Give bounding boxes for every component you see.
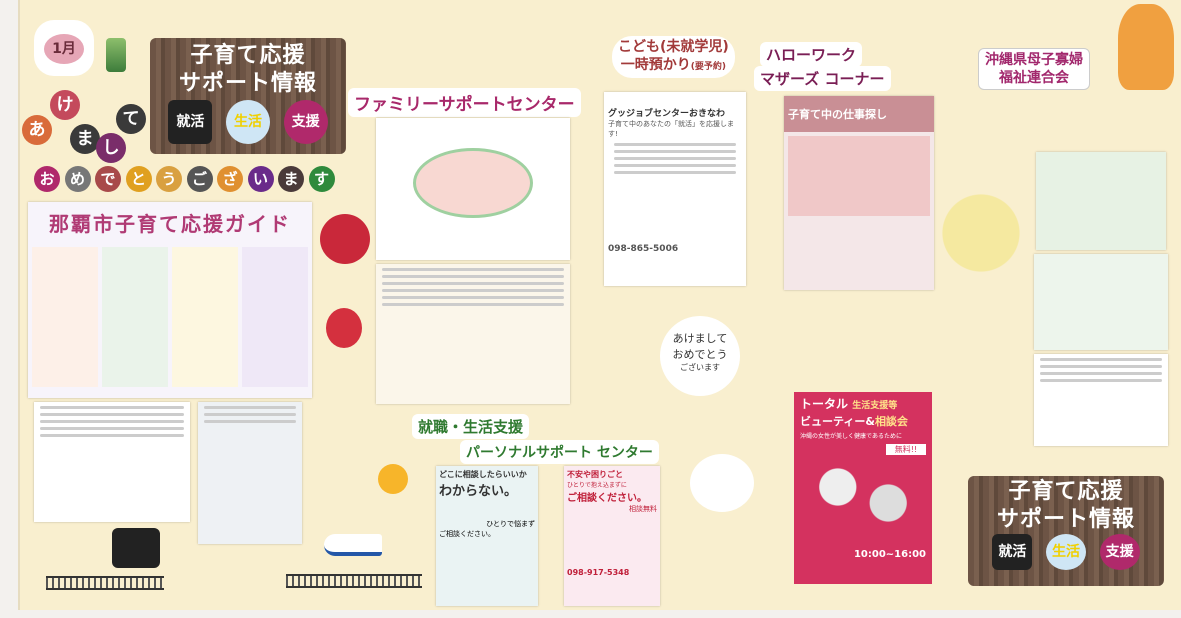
greeting-letter: し	[96, 133, 126, 163]
greeting-letter: て	[116, 104, 146, 134]
tag-job: 就活	[992, 534, 1033, 570]
greeting-letter: ざ	[217, 166, 243, 192]
bullet-train-icon	[324, 534, 382, 556]
greeting-letter: め	[64, 166, 91, 192]
hellowork-poster: 子育て中の仕事探し	[784, 96, 934, 290]
greeting-letter: あ	[22, 115, 52, 145]
guide-title: 那覇市子育て応援ガイド	[49, 212, 291, 236]
rail-track-decoration	[286, 574, 422, 588]
childcare-title: こども(未就学児) 一時預かり(要予約)	[612, 36, 735, 78]
greeting-letter: す	[308, 166, 335, 192]
greeting-letter: で	[95, 166, 121, 192]
okinawa-table-flyer	[1034, 354, 1168, 446]
greeting-letter: お	[34, 166, 60, 192]
hellowork-title-2: マザーズ コーナー	[754, 66, 891, 91]
train-icon	[112, 528, 160, 568]
tag-support: 支援	[1099, 534, 1140, 570]
calendar-month-card: 1月	[34, 20, 94, 76]
support-info-sign-bottom: 子育て応援 サポート情報 就活 生活 支援	[968, 476, 1164, 586]
personal-support-title-2: パーソナルサポート センター	[460, 440, 659, 464]
family-support-locations	[376, 264, 570, 404]
support-info-sign-top: 子育て応援 サポート情報 就活 生活 支援	[150, 38, 346, 154]
greeting-letter: け	[50, 90, 80, 120]
tag-life: 生活	[226, 100, 270, 144]
tag-life: 生活	[1046, 534, 1086, 570]
family-support-title: ファミリーサポートセンター	[348, 88, 581, 117]
okinawa-welfare-title: 沖縄県母子寡婦 福祉連合会	[978, 48, 1090, 90]
consultation-poster-right: 不安や困りごと ひとりで抱え込まずに ご相談ください。 相談無料 098-917…	[564, 466, 660, 606]
hellowork-title-1: ハローワーク	[760, 42, 863, 67]
personal-support-title-1: 就職・生活支援	[412, 414, 530, 439]
mascot-sticker	[690, 454, 754, 512]
okinawa-info-flyer	[1034, 254, 1168, 350]
greeting-letter: と	[125, 166, 152, 192]
plum-flower-month: 1月	[44, 34, 84, 64]
greeting-letter: ま	[70, 124, 100, 154]
greeting-letter: ま	[278, 166, 304, 192]
tag-support: 支援	[283, 100, 328, 144]
plum-flower-decoration	[320, 214, 370, 264]
rail-track-decoration	[46, 576, 164, 590]
family-support-diagram	[376, 118, 570, 260]
naha-childcare-guide-poster: 那覇市子育て応援ガイド	[28, 202, 312, 398]
new-year-message-card: あけまして おめでとう ございます	[660, 316, 740, 396]
goodjob-center-poster: グッジョブセンターおきなわ 子育て中のあなたの「就活」を応援します! 098-8…	[604, 92, 746, 286]
bulletin-board: 1月 あけまして おめでとうございます 子育て応援 サポート情報 就活 生活 支…	[18, 0, 1181, 610]
orange-slice-icon	[378, 464, 408, 494]
brochure-holder	[198, 402, 302, 544]
okinawa-consultation-flyer	[1036, 152, 1166, 250]
greeting-letter: ご	[186, 166, 213, 192]
greeting-letter: い	[247, 166, 274, 192]
daruma-icon	[326, 308, 362, 348]
mascot-character	[1118, 4, 1174, 90]
tag-job: 就活	[168, 100, 213, 144]
beauty-consultation-poster: トータル 生活支援等 ビューティー&相談会 沖縄の女性が美しく健康であるために …	[794, 392, 932, 584]
tree-diagram	[938, 148, 1024, 318]
kadomatsu-icon	[106, 38, 126, 72]
greeting-letter: う	[156, 166, 182, 192]
consultation-poster-left: どこに相談したらいいか わからない。 ひとりで悩まず ご相談ください。	[436, 466, 538, 606]
schedule-flyer	[34, 402, 190, 522]
